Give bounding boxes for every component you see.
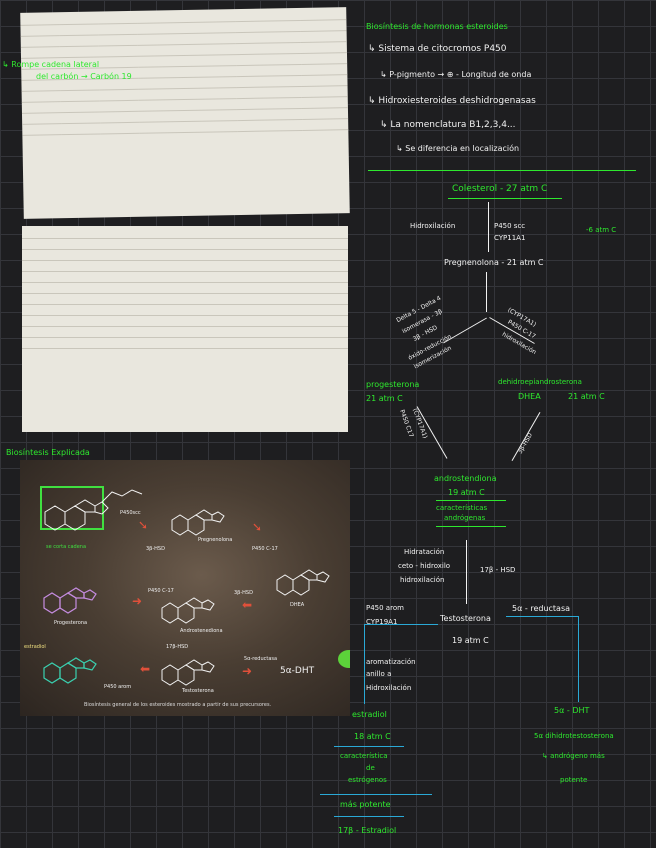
flow-vline-2 [486, 272, 487, 312]
biosintesis-label: Biosíntesis Explicada [6, 448, 90, 457]
flow-hidratacion-l1: Hidratación [404, 548, 445, 556]
right-title: Biosíntesis de hormonas esteroides [366, 22, 508, 31]
flow-estradiol17: 17β - Estradiol [338, 826, 397, 835]
paper-table-grid [20, 19, 349, 146]
flow-enzyme1-l1: P450 scc [494, 222, 526, 230]
testosterone-structure [160, 650, 230, 690]
flow-andro-atm: 19 atm C [448, 488, 485, 497]
flow-estr-char-l3: estrógenos [348, 776, 387, 784]
photo-cut-label: se corta cadena [46, 544, 87, 550]
estradiol-structure [42, 648, 112, 688]
photo-arom: P450 arom [104, 684, 132, 690]
photo-arrow-2: ➘ [252, 520, 263, 534]
andro-underline-2 [436, 526, 506, 527]
flow-dhea: DHEA [518, 392, 541, 401]
flow-dhea-enzyme: 3β-HSD [516, 431, 535, 456]
biosynthesis-photo: se corta cadena Pregnenolona Progesteron… [20, 460, 350, 716]
flow-vline-1 [488, 202, 489, 252]
flow-andro-char-l2: andrógenas [444, 514, 486, 522]
photo-dhea: DHEA [290, 602, 305, 608]
colesterol-underline [448, 198, 562, 199]
andro-underline [436, 500, 506, 501]
photo-estradiol: estradiol [24, 644, 46, 650]
flow-dht: 5α - DHT [554, 706, 590, 715]
photo-p450scc: P450scc [120, 510, 141, 516]
flow-hidratacion-l3: hidroxilación [400, 576, 445, 584]
flow-dht-l1: 5α dihidrotestosterona [534, 732, 614, 740]
photo-androstenediona: Androstenediona [180, 628, 223, 634]
photo-testosterona: Testosterona [182, 688, 214, 694]
photo-red: 5α-reductasa [244, 656, 278, 662]
flow-estr-char-l1: característica [340, 752, 388, 760]
right-item5: ↳ Se diferencia en localización [396, 144, 520, 153]
flow-testosterona: Testosterona [440, 614, 491, 623]
flow-dhea-name: dehidroepiandrosterona [498, 378, 582, 386]
flow-estr-char-l2: de [366, 764, 375, 772]
photo-hsd17: 17β-HSD [166, 644, 189, 650]
flow-p450arom-l1: P450 arom [366, 604, 404, 612]
flow-pregnenolona: Pregnenolona - 21 atm C [444, 258, 544, 267]
flow-dht-l2: ↳ andrógeno más [542, 752, 605, 760]
photo-progesterona: Progesterona [54, 620, 88, 626]
paper-table-grid-2 [22, 238, 348, 359]
flow-blue-v-right [578, 616, 579, 702]
flow-blue-v-left [364, 624, 365, 704]
flow-hidroxilacion: Hidroxilación [410, 222, 456, 230]
pregnenolone-structure [170, 500, 240, 540]
flow-androstenediona: androstendiona [434, 474, 497, 483]
photo-green-box [40, 486, 104, 530]
cholesterol-structure [40, 482, 150, 532]
photo-dht: 5α-DHT [280, 666, 315, 676]
photo-arrow-1: ➘ [138, 518, 149, 532]
androstenedione-structure [160, 588, 230, 628]
photo-arrow-3: ➜ [132, 594, 143, 608]
photo-arrow-5: ⬅ [140, 662, 151, 676]
paper-table-bottom [22, 226, 348, 432]
flow-blue-h-right [506, 616, 578, 617]
flow-enzyme1-l2: CYP11A1 [494, 234, 526, 242]
flow-progesterona-atm: 21 atm C [366, 394, 403, 403]
flow-hsd17: 17β - HSD [480, 566, 516, 574]
right-item4: ↳ La nomenclatura B1,2,3,4... [380, 120, 516, 130]
flow-minus6: -6 atm C [586, 226, 617, 234]
flow-arom-l1: aromatización [366, 658, 416, 666]
flow-testo-atm: 19 atm C [452, 636, 489, 645]
flow-colesterol: Colesterol - 27 atm C [452, 184, 548, 194]
left-note-line2: del carbón → Carbón 19 [36, 72, 132, 81]
photo-caption: Biosíntesis general de los esteroides mo… [84, 702, 272, 708]
photo-green-blob [338, 650, 350, 668]
photo-arrow-4: ⬅ [242, 598, 253, 612]
photo-c17a: P450 C-17 [252, 546, 278, 552]
photo-c17b: P450 C-17 [148, 588, 174, 594]
flow-reductasa: 5α - reductasa [512, 604, 571, 613]
flow-arom-l2: anillo a [366, 670, 392, 678]
progesterone-structure [42, 578, 112, 618]
left-note-line1: ↳ Rompe cadena lateral [2, 60, 100, 69]
right-item1: ↳ Sistema de citocromos P450 [368, 44, 507, 54]
flow-hidratacion-l2: ceto - hidroxilo [398, 562, 451, 570]
dhea-structure [275, 560, 345, 600]
flow-mas-potente: más potente [340, 800, 391, 809]
flow-estradiol: estradiol [352, 710, 387, 719]
estradiol-underline-3 [334, 816, 404, 817]
flow-vline-3 [466, 540, 467, 604]
flow-progesterona: progesterona [366, 380, 420, 389]
flow-arom-l3: Hidroxilación [366, 684, 412, 692]
paper-table-top [20, 7, 350, 219]
flow-dhea-atm: 21 atm C [568, 392, 605, 401]
flow-blue-h-left [364, 624, 438, 625]
photo-hsd1: 3β-HSD [146, 546, 165, 552]
right-item2: ↳ P-pigmento → ⊕ - Longitud de onda [380, 70, 532, 79]
photo-arrow-6: ➜ [242, 664, 253, 678]
right-separator [368, 170, 636, 171]
flow-p450arom-l2: CYP19A1 [366, 618, 398, 626]
flow-andro-char-l1: características [436, 504, 488, 512]
estradiol-underline [334, 746, 404, 747]
estradiol-underline-2 [320, 794, 432, 795]
photo-hsd2: 3β-HSD [234, 590, 253, 596]
photo-pregnenolona: Pregnenolona [198, 537, 233, 543]
flow-dht-l3: potente [560, 776, 588, 784]
right-item3: ↳ Hidroxiesteroides deshidrogenasas [368, 96, 536, 106]
flow-estradiol-atm: 18 atm C [354, 732, 391, 741]
